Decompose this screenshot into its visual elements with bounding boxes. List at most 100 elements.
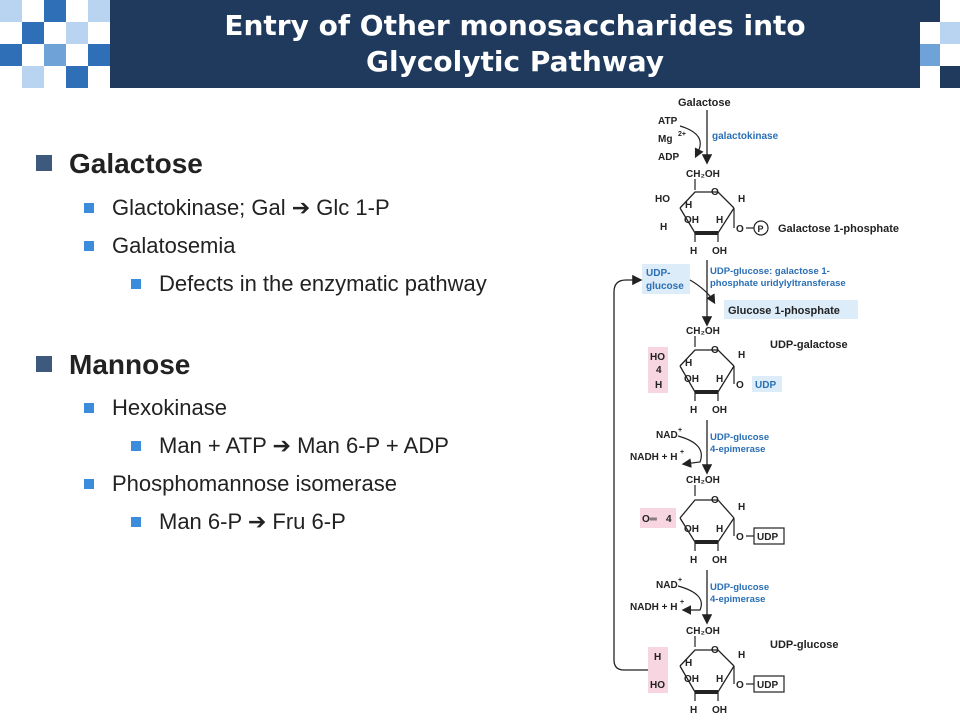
phosphate-p: P xyxy=(758,224,764,234)
h-label: H xyxy=(685,200,692,211)
bullet-defects: Defects in the enzymatic pathway xyxy=(131,271,487,297)
decor-square xyxy=(0,0,22,22)
slide-title-line1: Entry of Other monosaccharides into xyxy=(224,9,806,42)
bullet-galactose: Galactose xyxy=(36,148,203,180)
bullet-galactose-label: Galactose xyxy=(69,148,203,179)
bullet-man6p: Man 6-P ➔ Fru 6-P xyxy=(131,509,346,535)
bullet-mannose: Mannose xyxy=(36,349,190,381)
charge-plus: + xyxy=(678,577,682,584)
bullet-mannose-label: Mannose xyxy=(69,349,191,380)
decor-square xyxy=(0,44,22,66)
nad-label: NAD xyxy=(656,580,678,591)
charge-plus: + xyxy=(678,427,682,434)
oh-label: OH xyxy=(684,215,699,226)
o-label: O xyxy=(736,380,744,391)
c4-label: 4 xyxy=(656,365,662,376)
udp-glucose-label: UDP-glucose xyxy=(770,639,838,651)
epimerase-label-line2: 4-epimerase xyxy=(710,594,765,605)
h-label: H xyxy=(685,658,692,669)
bullet-man-atp-label: Man + ATP ➔ Man 6-P + ADP xyxy=(159,433,449,458)
h-label: H xyxy=(716,374,723,385)
udp-galactose-label: UDP-galactose xyxy=(770,339,848,351)
nadh-label: NADH + H xyxy=(630,602,678,613)
h-label: H xyxy=(660,222,667,233)
decor-square xyxy=(22,66,44,88)
bullet-man6p-label: Man 6-P ➔ Fru 6-P xyxy=(159,509,346,534)
udp-box xyxy=(753,675,785,693)
ring-oxygen: O xyxy=(711,187,719,198)
ch2oh-label: CH₂OH xyxy=(686,475,720,486)
o-label: O xyxy=(736,532,744,543)
ring-oxygen: O xyxy=(711,345,719,356)
bullet-list: Galactose Glactokinase; Gal ➔ Glc 1-P Ga… xyxy=(36,148,487,535)
charge-plus: + xyxy=(680,599,684,606)
ring-galactose-1-phosphate: CH₂OH O HO H H OH H H O P H OH Galactose… xyxy=(655,169,899,257)
decor-square xyxy=(22,22,44,44)
nadh-label: NADH + H xyxy=(630,452,678,463)
bullet-glactokinase-label: Glactokinase; Gal ➔ Glc 1-P xyxy=(112,195,390,220)
decor-square xyxy=(44,44,66,66)
epimerase-label-line2: 4-epimerase xyxy=(710,444,765,455)
charge-plus: + xyxy=(680,449,684,456)
udp-glucose-input-line1: UDP- xyxy=(646,268,670,279)
decor-square xyxy=(66,22,88,44)
bullet-hexokinase: Hexokinase xyxy=(84,395,227,421)
h-label: H xyxy=(738,650,745,661)
bullet-phosphomannose-label: Phosphomannose isomerase xyxy=(112,471,397,496)
oh-label: OH xyxy=(712,555,727,566)
oh-label: OH xyxy=(684,674,699,685)
ho-label: HO xyxy=(650,352,665,363)
ch2oh-label: CH₂OH xyxy=(686,169,720,180)
glucose-1-phosphate-box xyxy=(724,300,858,319)
decor-square xyxy=(88,44,110,66)
h-label: H xyxy=(738,350,745,361)
recycle-loop-arrow xyxy=(613,274,648,671)
h-label: H xyxy=(738,194,745,205)
h-label: H xyxy=(690,405,697,416)
udp-label: UDP xyxy=(757,680,778,691)
c4-highlight xyxy=(640,508,676,528)
nad-label: NAD xyxy=(656,430,678,441)
decor-square xyxy=(44,0,66,22)
bullet-glactokinase: Glactokinase; Gal ➔ Glc 1-P xyxy=(84,195,390,221)
transferase-label-line1: UDP-glucose: galactose 1- xyxy=(710,266,830,277)
oh-label: OH xyxy=(712,705,727,716)
phosphate-circle xyxy=(753,220,769,236)
o-label: O xyxy=(736,680,744,691)
mg-label: Mg xyxy=(658,134,672,145)
keto-label: O═ xyxy=(642,514,658,525)
bullet-defects-label: Defects in the enzymatic pathway xyxy=(159,271,487,296)
galactokinase-label: galactokinase xyxy=(712,131,779,142)
h-label: H xyxy=(738,502,745,513)
glucose-1-phosphate-label: Glucose 1-phosphate xyxy=(728,305,840,317)
cofactor-curve xyxy=(677,435,702,468)
udp-label: UDP xyxy=(757,532,778,543)
bullet-man-atp: Man + ATP ➔ Man 6-P + ADP xyxy=(131,433,449,459)
oh-label: OH xyxy=(712,405,727,416)
udp-highlight xyxy=(752,376,782,392)
ring-udp-glucose: CH₂OH O H H H OH H HO O UDP H OH UDP-glu… xyxy=(648,626,838,716)
oh-label: OH xyxy=(712,246,727,257)
o-label: O xyxy=(736,224,744,235)
h-label: H xyxy=(716,524,723,535)
c4-highlight xyxy=(648,647,668,693)
galactose-1-phosphate-label: Galactose 1-phosphate xyxy=(778,223,899,235)
udp-glucose-curve xyxy=(689,279,716,305)
udp-label: UDP xyxy=(755,380,776,391)
decor-square xyxy=(920,0,940,22)
oh-label: OH xyxy=(684,374,699,385)
slide-title-line2: Glycolytic Pathway xyxy=(366,45,664,78)
udp-box xyxy=(753,527,785,545)
ring-oxygen: O xyxy=(711,495,719,506)
galactose-pathway-diagram: Galactose ATP Mg 2+ ADP galactokinase CH… xyxy=(613,97,899,716)
udp-glucose-input-line2: glucose xyxy=(646,281,684,292)
h-label: H xyxy=(716,674,723,685)
c4-label: 4 xyxy=(666,514,672,525)
decor-square xyxy=(920,44,940,66)
ho-label: HO xyxy=(655,194,670,205)
h-label: H xyxy=(690,705,697,716)
h-label: H xyxy=(654,652,661,663)
ch2oh-label: CH₂OH xyxy=(686,326,720,337)
decor-square xyxy=(940,22,960,44)
mg-charge: 2+ xyxy=(678,131,686,138)
